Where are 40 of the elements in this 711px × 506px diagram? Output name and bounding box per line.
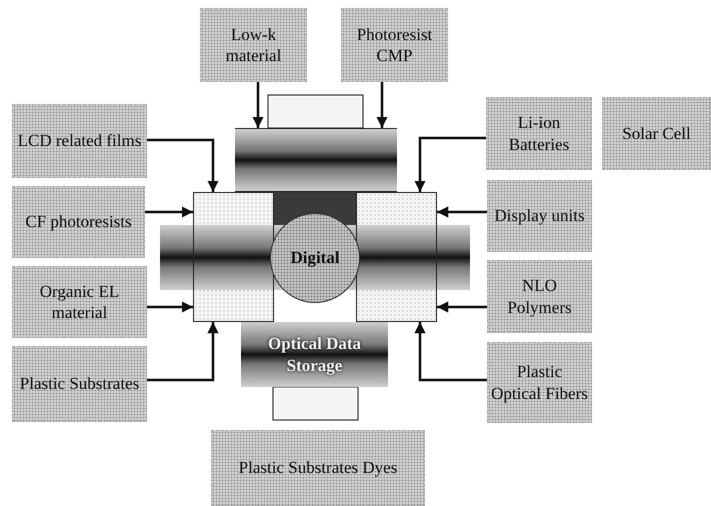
box-label: NLO Polymers [506, 275, 573, 318]
box-label: LCD related films [16, 130, 142, 152]
material-box [487, 260, 592, 333]
arrow [414, 322, 487, 382]
box-label: Plastic Substrates Dyes [238, 457, 398, 479]
box-label: Low-k material [224, 24, 282, 66]
material-box [12, 186, 145, 258]
material-box [12, 266, 147, 338]
material-box [12, 104, 147, 178]
box-label: Li-ion Batteries [508, 112, 570, 155]
material-box [487, 342, 592, 423]
band-label-area [241, 322, 388, 387]
material-box [602, 97, 711, 170]
material-box [12, 346, 147, 422]
material-box [487, 180, 592, 252]
arrow [145, 206, 193, 218]
arrow [437, 206, 487, 218]
material-box [211, 430, 425, 506]
box-label: Digital [289, 247, 341, 269]
box-label: Organic EL material [38, 280, 120, 324]
material-box [341, 8, 448, 82]
material-box [486, 97, 592, 170]
box-label: Display units [493, 205, 586, 227]
arrow [147, 301, 193, 313]
process-box [356, 192, 437, 322]
arrow [414, 136, 486, 192]
arrow [147, 138, 219, 192]
material-box [200, 8, 307, 82]
box-label: Plastic Substrates [18, 373, 140, 395]
box-label: CF photoresists [24, 211, 133, 233]
arrow [147, 322, 219, 382]
box-label: Solar Cell [621, 122, 692, 144]
arrow [437, 301, 487, 313]
arrow [376, 82, 388, 128]
arrow [252, 82, 264, 128]
band-label: Optical Data Storage [266, 333, 362, 376]
box-label: Photoresist CMP [356, 24, 434, 66]
box-label: Plastic Optical Fibers [490, 361, 589, 404]
gradient-band [235, 128, 397, 192]
process-box [193, 192, 274, 322]
